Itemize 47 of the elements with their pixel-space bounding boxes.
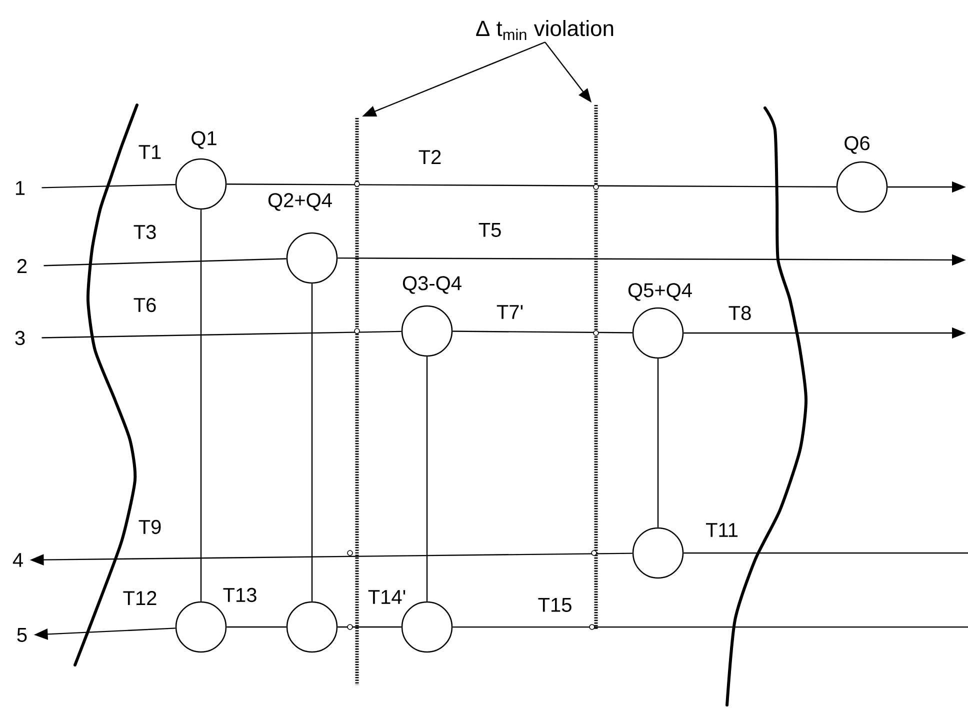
stream-line xyxy=(44,258,286,266)
stream-line xyxy=(42,330,402,338)
temperature-label: T7' xyxy=(496,305,523,319)
temperature-label: T13 xyxy=(223,588,256,602)
temperature-label: T12 xyxy=(123,591,156,605)
stream-number: 5 xyxy=(17,628,27,642)
match-line xyxy=(657,358,659,528)
heat-load-label: Q3-Q4 xyxy=(402,276,462,294)
match-line xyxy=(200,210,202,602)
exchanger-circle xyxy=(175,601,227,653)
exchanger-circle xyxy=(401,305,453,357)
temperature-label: T2 xyxy=(418,150,441,164)
match-line xyxy=(311,284,313,602)
exchanger-circle xyxy=(836,161,888,213)
stream-line xyxy=(338,626,402,628)
temperature-label: T11 xyxy=(706,523,738,537)
annotation-text: Δ t$_{min}$ violation xyxy=(476,20,614,40)
temperature-label: T8 xyxy=(728,306,751,320)
temperature-label: T15 xyxy=(538,598,572,612)
dotted-line xyxy=(594,105,598,630)
stream-line xyxy=(226,626,286,628)
stream-number: 1 xyxy=(16,181,25,195)
heat-load-label: Q6 xyxy=(844,136,870,154)
temperature-label: T9 xyxy=(138,520,161,534)
exchanger-circle xyxy=(286,232,338,284)
heat-load-label: Q5+Q4 xyxy=(628,283,692,301)
stream-number: 2 xyxy=(17,259,27,273)
heat-load-label: Q1 xyxy=(192,131,216,149)
stream-number: 3 xyxy=(15,330,25,346)
exchanger-circle xyxy=(286,601,338,653)
heat-load-label: Q2+Q4 xyxy=(268,193,332,211)
temperature-label: T1 xyxy=(138,145,161,159)
temperature-label: T14' xyxy=(368,590,406,604)
stream-line xyxy=(42,184,176,188)
temperature-label: T3 xyxy=(134,224,156,240)
dotted-line xyxy=(355,118,359,685)
stream-line xyxy=(684,552,968,554)
match-line xyxy=(226,184,836,188)
exchanger-circle xyxy=(175,158,227,210)
stream-line xyxy=(452,626,968,628)
temperature-label: T5 xyxy=(478,223,501,237)
exchanger-circle xyxy=(632,527,684,579)
exchanger-circle xyxy=(632,307,684,359)
match-line xyxy=(426,356,428,602)
stream-number: 4 xyxy=(12,553,23,567)
match-line xyxy=(452,330,632,334)
temperature-label: T6 xyxy=(134,298,156,312)
